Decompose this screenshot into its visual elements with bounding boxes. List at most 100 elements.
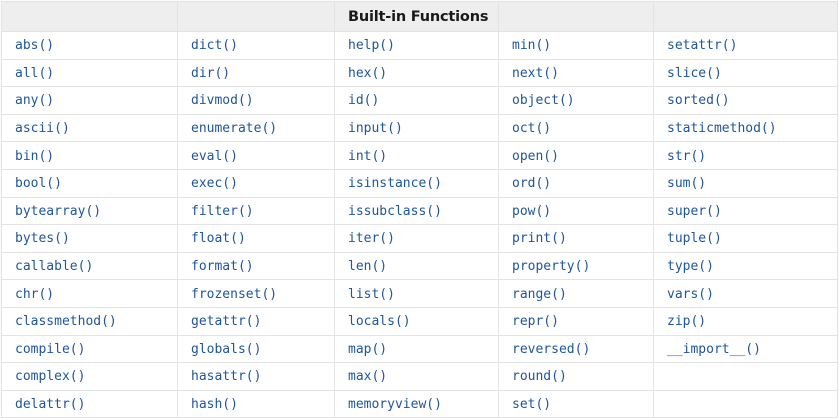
builtin-function-link[interactable]: hex() <box>348 65 388 81</box>
builtin-function-link[interactable]: chr() <box>15 286 55 302</box>
table-cell: open() <box>498 141 654 170</box>
builtin-function-link[interactable]: memoryview() <box>348 397 442 413</box>
builtin-function-link[interactable]: enumerate() <box>191 121 278 137</box>
builtin-function-link[interactable]: locals() <box>348 314 411 330</box>
builtin-function-link[interactable]: tuple() <box>667 231 722 247</box>
builtin-function-link[interactable]: hash() <box>191 397 238 413</box>
builtin-function-link[interactable]: globals() <box>191 341 262 357</box>
builtin-function-link[interactable]: slice() <box>667 65 722 81</box>
builtin-function-link[interactable]: object() <box>512 93 575 109</box>
builtin-function-link[interactable]: id() <box>348 93 380 109</box>
builtin-function-link[interactable]: pow() <box>512 203 552 219</box>
builtin-function-link[interactable]: isinstance() <box>348 176 442 192</box>
builtin-function-link[interactable]: vars() <box>667 286 714 302</box>
builtin-function-link[interactable]: setattr() <box>667 38 738 54</box>
table-cell: set() <box>498 389 654 418</box>
builtin-function-link[interactable]: oct() <box>512 121 552 137</box>
table-cell: locals() <box>334 306 499 336</box>
builtin-function-link[interactable]: exec() <box>191 176 238 192</box>
builtin-function-link[interactable]: eval() <box>191 148 238 164</box>
builtin-function-link[interactable]: list() <box>348 286 395 302</box>
table-cell: hex() <box>334 58 499 88</box>
builtin-function-link[interactable]: filter() <box>191 203 254 219</box>
table-cell: round() <box>498 362 654 391</box>
builtin-function-link[interactable]: complex() <box>15 369 86 385</box>
builtin-function-link[interactable]: classmethod() <box>15 314 117 330</box>
table-cell: abs() <box>1 31 178 60</box>
table-cell: bool() <box>1 168 178 198</box>
builtin-function-link[interactable]: abs() <box>15 38 55 54</box>
table-cell <box>653 389 838 418</box>
table-header-cell-4 <box>498 1 654 32</box>
table-cell: format() <box>177 251 335 281</box>
table-cell: any() <box>1 86 178 115</box>
builtin-function-link[interactable]: ord() <box>512 176 552 192</box>
builtin-function-link[interactable]: compile() <box>15 341 86 357</box>
table-header-cell-5 <box>653 1 838 32</box>
builtin-function-link[interactable]: set() <box>512 397 552 413</box>
builtin-function-link[interactable]: getattr() <box>191 314 262 330</box>
builtin-function-link[interactable]: __import__() <box>667 341 761 357</box>
builtin-function-link[interactable]: max() <box>348 369 388 385</box>
builtin-function-link[interactable]: sorted() <box>667 93 730 109</box>
builtin-function-link[interactable]: ascii() <box>15 121 70 137</box>
builtin-function-link[interactable]: any() <box>15 93 55 109</box>
builtin-function-link[interactable]: zip() <box>667 314 707 330</box>
builtin-function-link[interactable]: float() <box>191 231 246 247</box>
builtin-function-link[interactable]: sum() <box>667 176 707 192</box>
builtin-function-link[interactable]: bool() <box>15 176 62 192</box>
table-cell: classmethod() <box>1 306 178 336</box>
table-row: classmethod() getattr() locals() repr() zip(… <box>1 306 838 336</box>
builtin-function-link[interactable]: round() <box>512 369 567 385</box>
builtin-function-link[interactable]: format() <box>191 259 254 275</box>
builtin-function-link[interactable]: min() <box>512 38 552 54</box>
table-cell: id() <box>334 86 499 115</box>
table-cell: sum() <box>653 168 838 198</box>
builtin-function-link[interactable]: issubclass() <box>348 203 442 219</box>
table-cell: int() <box>334 141 499 170</box>
builtin-function-link[interactable]: type() <box>667 259 714 275</box>
builtin-function-link[interactable]: help() <box>348 38 395 54</box>
table-cell: setattr() <box>653 31 838 60</box>
table-cell: dict() <box>177 31 335 60</box>
table-cell: float() <box>177 224 335 253</box>
builtin-function-link[interactable]: hasattr() <box>191 369 262 385</box>
builtin-function-link[interactable]: dict() <box>191 38 238 54</box>
builtin-function-link[interactable]: reversed() <box>512 341 591 357</box>
builtin-function-link[interactable]: callable() <box>15 259 94 275</box>
table-cell: ascii() <box>1 113 178 143</box>
table-cell: vars() <box>653 279 838 308</box>
table-row: complex() hasattr() max() round() <box>1 362 838 391</box>
builtin-function-link[interactable]: bin() <box>15 148 55 164</box>
builtin-function-link[interactable]: bytearray() <box>15 203 102 219</box>
builtin-function-link[interactable]: len() <box>348 259 388 275</box>
table-cell: issubclass() <box>334 196 499 226</box>
table-cell: filter() <box>177 196 335 226</box>
builtin-function-link[interactable]: super() <box>667 203 722 219</box>
builtin-function-link[interactable]: next() <box>512 65 559 81</box>
builtin-function-link[interactable]: int() <box>348 148 388 164</box>
builtin-function-link[interactable]: map() <box>348 341 388 357</box>
builtin-function-link[interactable]: dir() <box>191 65 231 81</box>
table-cell: property() <box>498 251 654 281</box>
builtin-function-link[interactable]: str() <box>667 148 707 164</box>
builtin-function-link[interactable]: frozenset() <box>191 286 278 302</box>
table-row: abs() dict() help() min() setattr() <box>1 31 838 60</box>
builtin-function-link[interactable]: all() <box>15 65 55 81</box>
table-header-cell-title: Built-in Functions <box>334 1 499 32</box>
builtin-function-link[interactable]: repr() <box>512 314 559 330</box>
builtin-function-link[interactable]: staticmethod() <box>667 121 777 137</box>
builtin-function-link[interactable]: divmod() <box>191 93 254 109</box>
builtin-function-link[interactable]: property() <box>512 259 591 275</box>
builtin-function-link[interactable]: input() <box>348 121 403 137</box>
builtin-function-link[interactable]: delattr() <box>15 397 86 413</box>
table-cell <box>653 362 838 391</box>
table-cell: input() <box>334 113 499 143</box>
builtin-function-link[interactable]: iter() <box>348 231 395 247</box>
builtin-function-link[interactable]: print() <box>512 231 567 247</box>
table-row: chr() frozenset() list() range() vars() <box>1 279 838 308</box>
builtin-function-link[interactable]: range() <box>512 286 567 302</box>
builtin-function-link[interactable]: bytes() <box>15 231 70 247</box>
table-row: bytes() float() iter() print() tuple() <box>1 224 838 253</box>
builtin-function-link[interactable]: open() <box>512 148 559 164</box>
